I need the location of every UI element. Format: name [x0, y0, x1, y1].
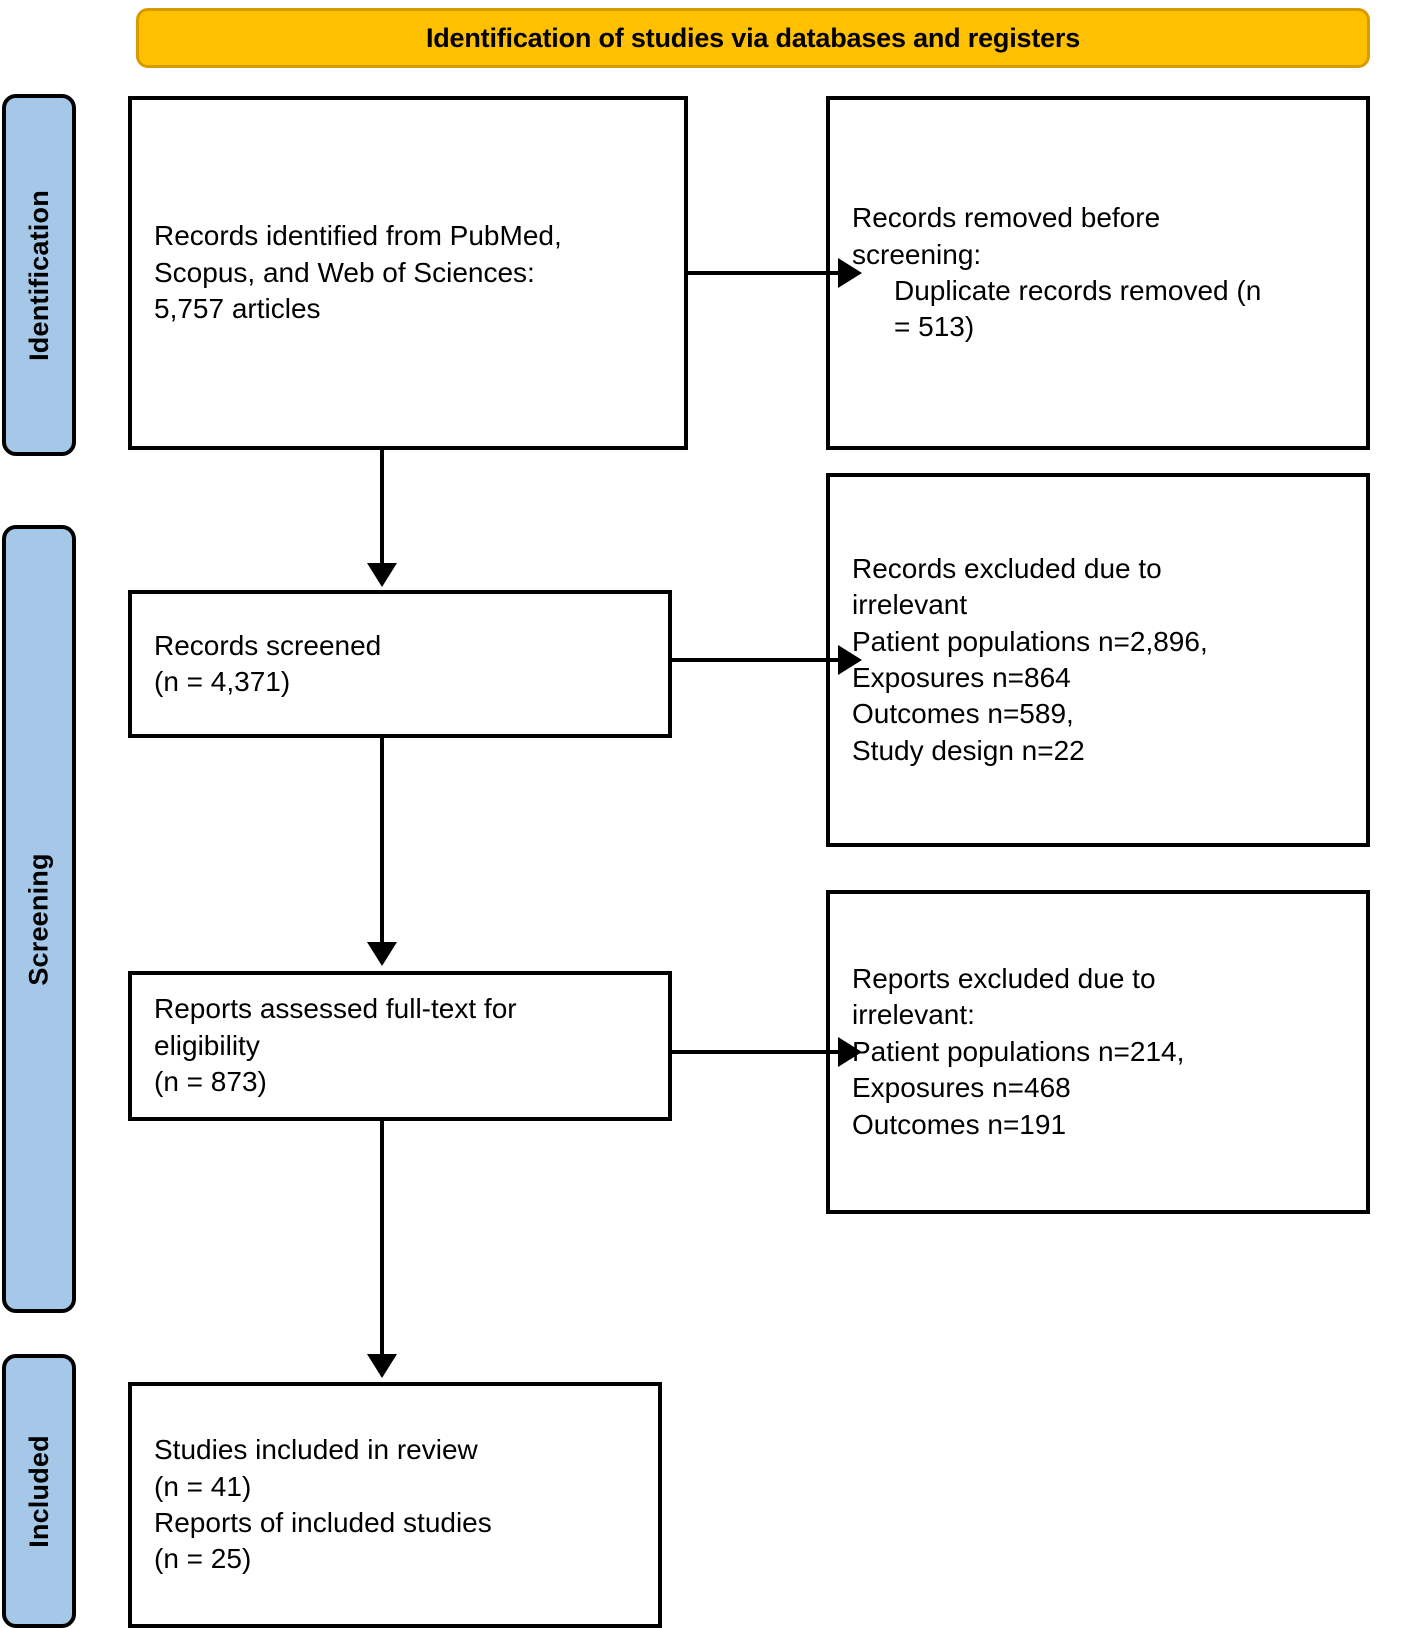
box-line: (n = 4,371): [154, 666, 291, 697]
arrowhead-identified-to-screened: [367, 563, 397, 587]
box-line: Exposures n=864: [852, 662, 1071, 693]
box-line: Studies included in review: [154, 1434, 478, 1466]
box-line: Records identified from PubMed,: [154, 220, 562, 252]
stage-included-text: Included: [23, 1434, 54, 1548]
box-line: (n = 25): [154, 1543, 252, 1575]
box-line: Records removed before: [852, 202, 1161, 234]
arrowhead-identified-to-removed: [838, 258, 862, 288]
box-line: eligibility: [154, 1029, 260, 1061]
box-line: Patient populations n=2,896,: [852, 625, 1208, 657]
box-records-removed: Records removed before screening: Duplic…: [826, 96, 1370, 450]
box-records-excluded: Records excluded due to irrelevant Patie…: [826, 473, 1370, 847]
box-reports-assessed-fulltext: Reports assessed full-text for eligibili…: [128, 971, 672, 1121]
box-line: Records excluded due to: [852, 552, 1162, 584]
box-line: 5,757 articles: [154, 293, 321, 325]
connector-fulltext-to-included: [380, 1121, 384, 1356]
box-line: Reports excluded due to: [852, 963, 1156, 995]
connector-fulltext-to-reports-excluded: [672, 1050, 838, 1054]
box-line: Study design n=22: [852, 734, 1085, 766]
box-line: = 513): [894, 311, 975, 343]
box-records-identified: Records identified from PubMed, Scopus, …: [128, 96, 688, 450]
box-line: Exposures n=468: [852, 1072, 1071, 1104]
box-line: Scopus, and Web of Sciences:: [154, 256, 535, 288]
arrowhead-fulltext-to-included: [367, 1354, 397, 1378]
stage-label-included: Included: [2, 1354, 76, 1628]
stage-identification-text: Identification: [23, 189, 54, 361]
header-title: Identification of studies via databases …: [425, 22, 1081, 53]
connector-screened-to-records-excluded: [672, 658, 838, 662]
box-line: Outcomes n=589,: [852, 698, 1074, 730]
header-banner: Identification of studies via databases …: [136, 8, 1370, 68]
box-line: (n = 873): [154, 1066, 267, 1098]
connector-identified-to-screened: [380, 450, 384, 565]
box-line: screening:: [852, 238, 982, 270]
arrowhead-screened-to-fulltext: [367, 942, 397, 966]
box-line: Reports assessed full-text for: [154, 993, 517, 1025]
stage-label-screening: Screening: [2, 525, 76, 1313]
arrowhead-fulltext-to-reports-excluded: [838, 1037, 862, 1067]
box-line: Reports of included studies: [154, 1507, 492, 1538]
box-line: Records screened: [154, 629, 382, 661]
box-line: irrelevant:: [852, 999, 975, 1031]
box-studies-included: Studies included in review (n = 41) Repo…: [128, 1382, 662, 1628]
connector-identified-to-removed: [688, 271, 838, 275]
arrowhead-screened-to-records-excluded: [838, 645, 862, 675]
box-line: (n = 41): [154, 1470, 252, 1502]
box-records-screened: Records screened (n = 4,371): [128, 590, 672, 738]
connector-screened-to-fulltext: [380, 738, 384, 944]
box-reports-excluded: Reports excluded due to irrelevant: Pati…: [826, 890, 1370, 1214]
box-line: Outcomes n=191: [852, 1108, 1067, 1140]
box-line: Patient populations n=214,: [852, 1035, 1185, 1067]
stage-screening-text: Screening: [23, 852, 54, 986]
box-line: Duplicate records removed (n: [894, 275, 1262, 306]
box-line: irrelevant: [852, 589, 968, 621]
stage-label-identification: Identification: [2, 94, 76, 456]
